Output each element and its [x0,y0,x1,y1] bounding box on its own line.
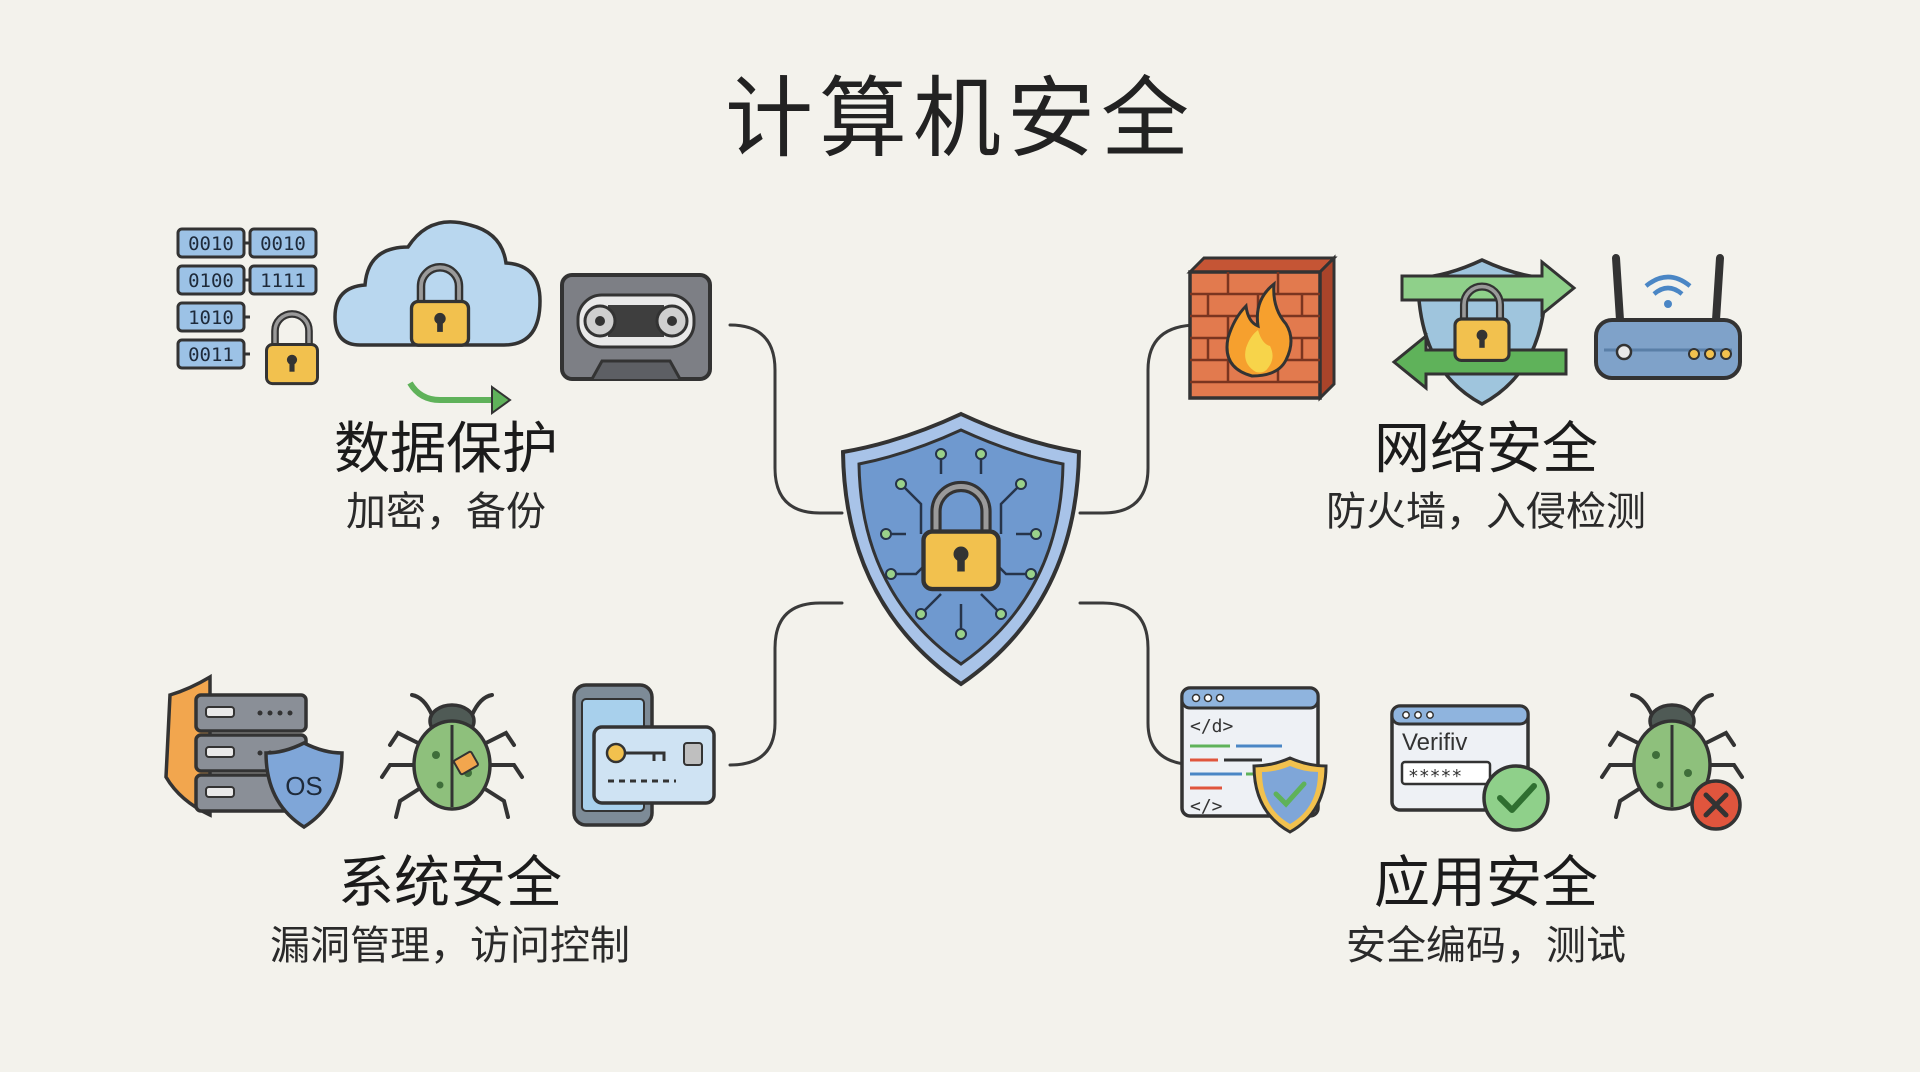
verify-window-check-icon: Verifiv ***** [1390,704,1550,832]
shield-lock-circuit-icon [840,411,1082,687]
os-badge-text: OS [285,771,323,801]
system-security-heading: 系统安全 [338,851,562,916]
binary-value: 1111 [260,270,306,292]
bug-icon [380,693,524,819]
server-shield-os-icon: OS [164,673,344,830]
phone-keycard-icon [572,683,716,827]
network-security-label: 网络安全 防火墙，入侵检测 [1286,417,1686,536]
shield-traffic-lock-icon [1391,258,1577,406]
code-open-tag: </d> [1190,716,1234,737]
binary-database-lock-icon: 0010 0010 0100 1111 1010 0011 [176,227,318,384]
binary-value: 0100 [188,270,234,292]
connector-data-protection [728,323,844,515]
connector-application-security [1078,601,1200,767]
system-security-label: 系统安全 漏洞管理，访问控制 [220,851,680,970]
cloud-lock-icon [333,220,542,415]
code-window-shield-icon: </d> </> [1180,686,1328,834]
connector-network-security [1078,323,1200,515]
data-protection-label: 数据保护 加密，备份 [246,417,646,536]
network-security-subtitle: 防火墙，入侵检测 [1326,489,1646,536]
password-mask: ***** [1408,766,1462,787]
code-close-tag: </> [1190,796,1223,817]
data-protection-heading: 数据保护 [334,417,558,482]
application-security-heading: 应用安全 [1374,851,1598,916]
application-security-subtitle: 安全编码，测试 [1346,923,1626,970]
firewall-icon [1186,254,1338,402]
binary-value: 0011 [188,344,234,366]
backup-tape-icon [560,273,712,381]
binary-value: 0010 [260,233,306,255]
page-title: 计算机安全 [724,67,1195,170]
wifi-router-icon [1594,254,1742,380]
binary-value: 1010 [188,307,234,329]
bug-blocked-icon [1600,693,1744,831]
binary-value: 0010 [188,233,234,255]
network-security-heading: 网络安全 [1374,417,1598,482]
connector-system-security [728,601,844,767]
verify-text: Verifiv [1402,729,1467,756]
application-security-label: 应用安全 安全编码，测试 [1286,851,1686,970]
system-security-subtitle: 漏洞管理，访问控制 [270,923,630,970]
data-protection-subtitle: 加密，备份 [346,489,546,536]
